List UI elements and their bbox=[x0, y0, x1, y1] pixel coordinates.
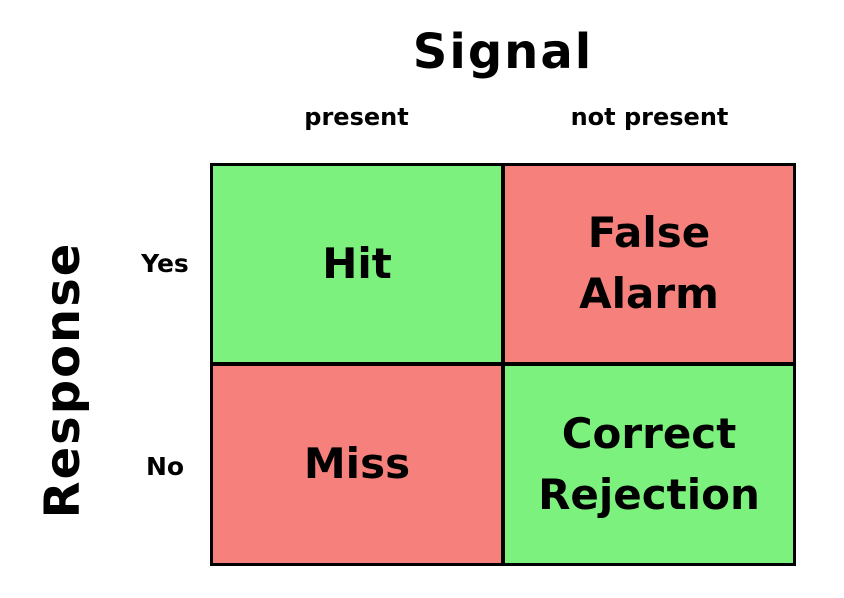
matrix-cell-miss: Miss bbox=[213, 366, 501, 563]
column-label-present: present bbox=[304, 103, 409, 131]
column-axis-title: Signal bbox=[412, 24, 594, 80]
matrix-cell-hit: Hit bbox=[213, 166, 501, 362]
row-label-no: No bbox=[145, 452, 185, 481]
outcome-matrix: Hit False Alarm Miss Correct Rejection bbox=[210, 163, 796, 566]
matrix-cell-false-alarm: False Alarm bbox=[505, 166, 793, 362]
column-label-not-present: not present bbox=[570, 103, 729, 131]
row-axis-title: Response bbox=[35, 241, 91, 519]
row-label-yes: Yes bbox=[141, 249, 189, 278]
matrix-cell-correct-rejection: Correct Rejection bbox=[505, 366, 793, 563]
